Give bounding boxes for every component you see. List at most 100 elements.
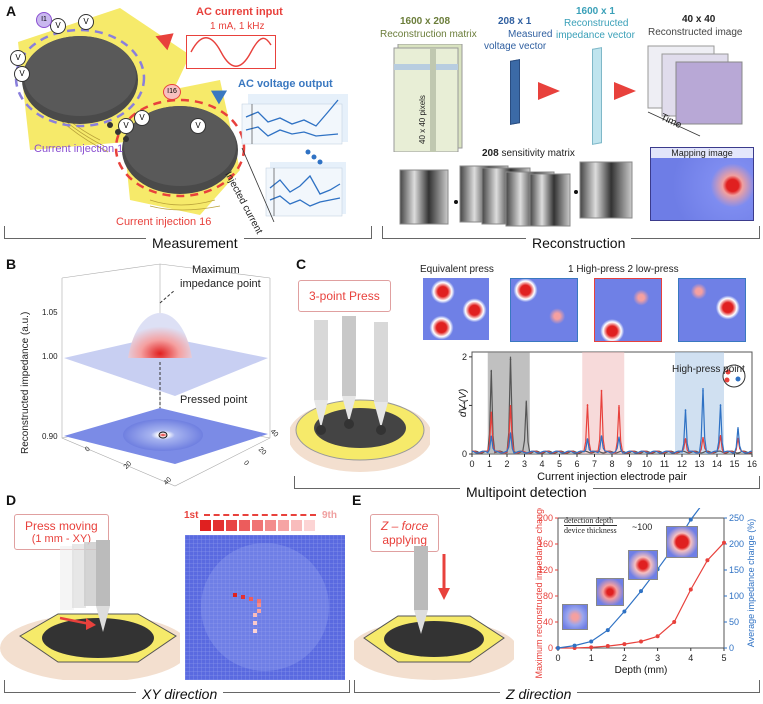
b-ztick-3: 0.90 [42, 432, 58, 441]
reconstructed-image-stack [647, 45, 743, 137]
seq-square-7 [278, 520, 289, 531]
z-force-sub: applying [382, 533, 428, 547]
high-press-map-2 [594, 278, 662, 342]
b-zlabel: Reconstructed impedance (a.u.) [20, 311, 31, 454]
mapping-image-label: Mapping image [651, 148, 753, 158]
high-press-map-3 [678, 278, 746, 342]
x-tick-label-11: 11 [660, 459, 669, 469]
panel-b-letter: B [6, 256, 17, 272]
legend-dot-blue [735, 376, 741, 382]
e-x-tick-label-0: 0 [555, 653, 560, 663]
panel-c-letter: C [296, 256, 307, 272]
seq-square-5 [252, 520, 263, 531]
three-point-press-label: 3-point Press [298, 280, 391, 312]
high-low-press-label: 1 High-press 2 low-press [568, 264, 679, 275]
current-path-16 [114, 98, 246, 198]
equiv-press-map [423, 278, 489, 340]
e-x-tick-label-5: 5 [721, 653, 726, 663]
peak-point-1-3 [525, 402, 528, 404]
e-point-1-5 [622, 642, 627, 647]
peak-point-1-2 [509, 358, 512, 361]
electrode-v-1: V [50, 18, 66, 34]
x-tick-label-5: 5 [557, 459, 562, 469]
b-ztick-1: 1.05 [42, 308, 58, 317]
sine-wave-box [186, 35, 276, 69]
electrode-v-4: V [14, 66, 30, 82]
series-line-1 [471, 356, 753, 454]
xy-grid-map [185, 535, 345, 680]
b-ztick-2: 1.00 [42, 352, 58, 361]
peak-point-3-5 [618, 438, 620, 441]
electrode-i16: I16 [163, 84, 181, 100]
peak-point-2-1 [490, 411, 493, 414]
measured-voltage-vector [510, 59, 520, 125]
sensitivity-label: 208 sensitivity matrix [482, 148, 575, 159]
e-point-2-5 [622, 609, 627, 614]
e-y-tick-label-40: 40 [543, 617, 553, 627]
panel-a-letter: A [6, 3, 17, 19]
e-x-tick-label-1: 1 [589, 653, 594, 663]
e-y-tick-label-200: 200 [538, 513, 553, 523]
z-force-box: Z – force applying [370, 514, 440, 552]
peak-point-2-2 [509, 407, 512, 409]
peak-point-3-1 [490, 436, 493, 438]
pixels-label: 40 x 40 pixels [418, 95, 427, 144]
electrode-v-5: V [118, 118, 134, 134]
x-tick-label-14: 14 [712, 459, 722, 469]
seq-square-1 [200, 520, 211, 531]
e-point-1-10 [705, 558, 710, 563]
recon-matrix-label: Reconstruction matrix [380, 29, 477, 40]
current-path-1 [14, 28, 146, 128]
impedance-peak [128, 313, 192, 358]
e-y-axis-label: Maximum reconstructed impedance change (… [534, 508, 544, 679]
e-x-tick-label-3: 3 [655, 653, 660, 663]
peak-point-2-6 [684, 438, 687, 441]
sequence-squares [200, 520, 315, 531]
x-axis-label: Current injection electrode pair [537, 471, 687, 483]
panel-d-letter: D [6, 492, 17, 508]
img-size: 40 x 40 [682, 14, 716, 25]
chart-e-frame [557, 517, 725, 649]
seq-square-6 [265, 520, 276, 531]
ratio-denominator: device thickness [564, 526, 617, 535]
meas-vec-label1: Measured [508, 29, 553, 40]
e-point-1-6 [639, 639, 643, 644]
measurement-caption: Measurement [146, 235, 244, 251]
seq-square-3 [226, 520, 237, 531]
electrode-v-2: V [78, 14, 94, 30]
e-x-axis-label: Depth (mm) [615, 665, 668, 676]
e-point-1-4 [605, 644, 610, 649]
x-tick-label-0: 0 [469, 459, 474, 469]
e-y2-tick-label-100: 100 [729, 591, 744, 601]
seq-square-2 [213, 520, 224, 531]
pressed-point-label: Pressed point [180, 394, 248, 406]
electrode-v-7: V [190, 118, 206, 134]
electrode-i1: I1 [36, 12, 52, 28]
panel-c-device [290, 316, 430, 472]
x-tick-label-8: 8 [609, 459, 614, 469]
high-press-point-label: High-press point [672, 364, 745, 375]
peak-point-3-3 [586, 438, 589, 441]
img-label: Reconstructed image [648, 27, 743, 38]
peak-point-3-7 [702, 390, 704, 392]
panel-b-3d-plot [61, 263, 271, 487]
peak-point-2-9 [737, 438, 739, 441]
sens-count: 208 [482, 148, 499, 159]
x-tick-label-15: 15 [729, 459, 739, 469]
pressed-hotspot [123, 419, 203, 451]
e-x-tick-label-4: 4 [688, 653, 693, 663]
e-y-tick-label-160: 160 [538, 539, 553, 549]
e-point-1-8 [672, 620, 677, 624]
peak-point-3-9 [737, 428, 739, 431]
e-x-tick-label-2: 2 [622, 653, 627, 663]
y-tick-label-1: 1 [462, 400, 467, 410]
x-tick-label-10: 10 [642, 459, 652, 469]
e-point-2-2 [572, 643, 577, 648]
seq-square-4 [239, 520, 250, 531]
peak-point-2-8 [719, 436, 722, 438]
xy-caption: XY direction [136, 686, 224, 702]
y-tick-label-2: 2 [462, 352, 467, 362]
press-moving-sub: (1 mm - XY) [31, 533, 91, 545]
e-point-2-4 [605, 628, 610, 633]
